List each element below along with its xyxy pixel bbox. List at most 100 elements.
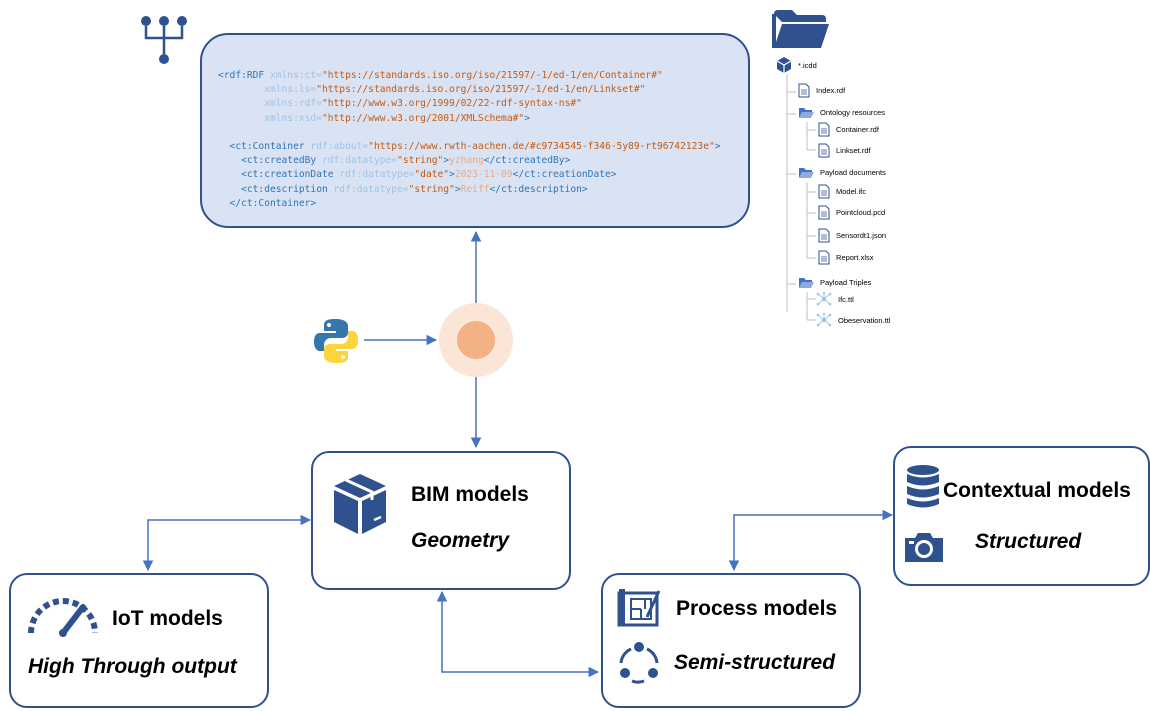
tree-pointcloud-file[interactable]: Pointcloud.pcd	[818, 205, 885, 220]
code-token: xmlns:rdf=	[264, 98, 322, 110]
code-line-l3: xmlns:rdf="http://www.w3.org/1999/02/22-…	[218, 97, 721, 111]
code-line-l8: <ct:description rdf:datatype="string">Re…	[218, 183, 721, 197]
cycle-icon	[619, 642, 659, 684]
context-subtitle: Structured	[975, 530, 1082, 553]
iot-subtitle: High Through output	[28, 655, 237, 678]
code-token: >	[714, 141, 721, 153]
process-subtitle: Semi-structured	[674, 651, 836, 674]
graph-node-icon	[816, 292, 832, 306]
bim-process-link	[436, 590, 600, 678]
tree-lines	[786, 74, 816, 321]
rdf-code-panel: <rdf:RDF xmlns:ct="https://standards.iso…	[200, 33, 750, 228]
code-token: "http://www.w3.org/1999/02/22-rdf-syntax…	[321, 98, 582, 110]
tree-ifc-ttl-file[interactable]: Ifc.ttl	[816, 292, 854, 306]
code-token: <ct:creationDate	[218, 169, 340, 181]
code-token: >	[449, 169, 455, 181]
code-token: "string"	[397, 155, 444, 167]
file-icon	[818, 184, 830, 199]
folder-open-icon	[799, 278, 814, 288]
tree-payload-triples-folder[interactable]: Payload Triples	[798, 276, 871, 289]
code-token: "https://standards.iso.org/iso/21597/-1/…	[316, 84, 646, 96]
code-line-l1: <rdf:RDF xmlns:ct="https://standards.iso…	[218, 69, 721, 83]
code-line-l2: xmlns:ls="https://standards.iso.org/iso/…	[218, 83, 721, 97]
speedometer-icon	[28, 598, 98, 637]
code-token: </ct:creationDate>	[512, 169, 617, 181]
tree-root: *.icdd	[776, 56, 817, 74]
file-icon	[798, 83, 810, 98]
tree-index-file[interactable]: Index.rdf	[798, 83, 845, 98]
tree-container-file[interactable]: Container.rdf	[818, 122, 879, 137]
hierarchy-icon	[141, 16, 187, 64]
process-title: Process models	[676, 597, 838, 620]
code-token: <ct:description	[218, 183, 334, 195]
context-title: Contextual models	[943, 479, 1131, 502]
code-token	[218, 98, 264, 109]
database-icon	[907, 465, 939, 508]
blueprint-icon	[617, 589, 661, 627]
graph-node-icon	[816, 313, 832, 327]
code-token: </ct:description>	[489, 183, 588, 195]
code-token: "https://www.rwth-aachen.de/#c9734545-f3…	[368, 141, 715, 153]
tree-model-file[interactable]: Model.ifc	[818, 184, 866, 199]
tree-linkset-file[interactable]: Linkset.rdf	[818, 143, 871, 158]
code-token: xmlns:xsd=	[264, 112, 322, 124]
python-logo-icon	[314, 319, 358, 363]
code-line-l5: <ct:Container rdf:about="https://www.rwt…	[218, 140, 721, 154]
file-icon	[818, 122, 830, 137]
file-icon	[818, 143, 830, 158]
code-line-l4: xmlns:xsd="http://www.w3.org/2001/XMLSch…	[218, 112, 721, 126]
iot-title: IoT models	[112, 607, 223, 630]
bim-title: BIM models	[411, 483, 529, 506]
process-models-box: Process models Semi-structured	[601, 573, 861, 708]
code-token: xmlns:ct=	[269, 70, 322, 81]
file-icon	[818, 250, 830, 265]
code-token: xmlns:ls=	[264, 84, 317, 96]
file-icon	[818, 228, 830, 243]
tree-payload-docs-folder[interactable]: Payload documents	[798, 166, 886, 179]
contextual-models-box: Contextual models Structured	[893, 446, 1150, 586]
camera-icon	[905, 533, 943, 562]
code-token: rdf:datatype=	[333, 183, 409, 195]
code-token: >	[524, 112, 530, 124]
code-token: 2023-11-09	[454, 169, 513, 181]
processing-hub	[439, 303, 513, 377]
code-token: <ct:createdBy	[218, 155, 322, 167]
tree-sensor-file[interactable]: Sensordt1.json	[818, 228, 886, 243]
code-token: "date"	[414, 169, 450, 181]
package-icon	[776, 57, 792, 73]
code-token: yzhang	[449, 155, 484, 167]
file-icon	[818, 205, 830, 220]
cube-icon	[334, 474, 386, 534]
code-token: "string"	[408, 183, 455, 195]
tree-observation-ttl-file[interactable]: Obeservation.ttl	[816, 313, 891, 327]
folder-open-icon	[799, 108, 814, 118]
code-token: >	[443, 155, 450, 167]
bim-subtitle: Geometry	[411, 529, 510, 552]
code-token: <ct:Container	[218, 141, 311, 153]
bim-models-box: BIM models Geometry	[311, 451, 571, 590]
code-token: Reiff	[460, 183, 490, 195]
code-line-l6: <ct:createdBy rdf:datatype="string">yzha…	[218, 154, 721, 168]
code-token: rdf:datatype=	[321, 155, 398, 167]
bim-iot-link	[142, 514, 312, 572]
folder-icon	[772, 10, 829, 48]
code-token: "http://www.w3.org/2001/XMLSchema#"	[321, 112, 525, 124]
iot-models-box: IoT models High Through output	[9, 573, 269, 708]
code-token: rdf:datatype=	[339, 169, 415, 181]
file-tree: *.icdd Index.rdf Ontology resources Cont…	[770, 0, 950, 340]
code-token: "https://standards.iso.org/iso/21597/-1/…	[321, 70, 663, 81]
code-token: </ct:createdBy>	[483, 155, 571, 167]
code-line-l9: </ct:Container>	[218, 197, 721, 211]
rdf-code-block: <rdf:RDF xmlns:ct="https://standards.iso…	[218, 69, 721, 211]
code-token: rdf:about=	[310, 141, 369, 153]
code-token: >	[454, 183, 461, 195]
tree-root-label: *.icdd	[798, 60, 817, 70]
process-context-link	[728, 509, 894, 572]
code-line-blank	[218, 126, 721, 140]
code-line-l7: <ct:creationDate rdf:datatype="date">202…	[218, 168, 721, 182]
tree-report-file[interactable]: Report.xlsx	[818, 250, 874, 265]
code-token	[218, 84, 264, 95]
code-token	[218, 113, 264, 124]
tree-ontology-folder[interactable]: Ontology resources	[798, 106, 885, 119]
